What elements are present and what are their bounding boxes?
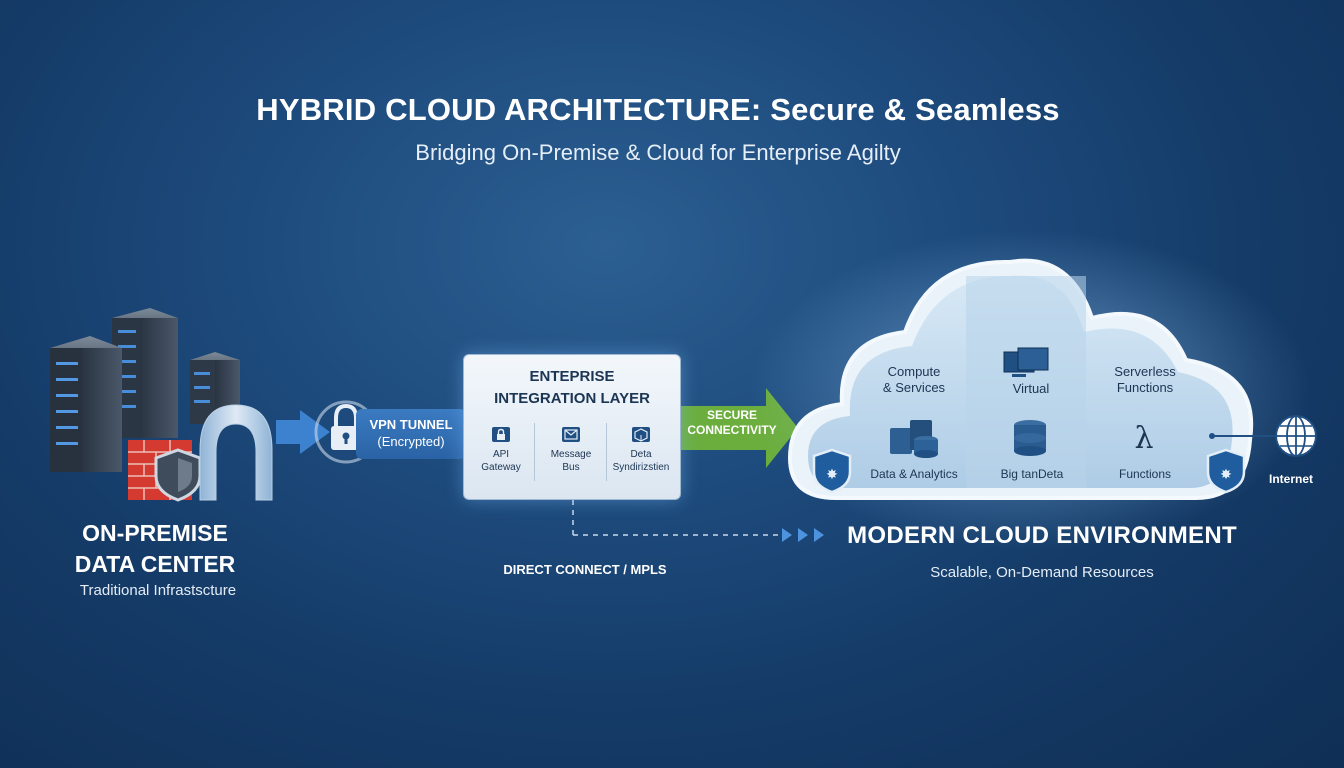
internet-label: Internet (1268, 472, 1313, 486)
cloud-shape (750, 230, 1310, 550)
serverless-line2: Functions (1116, 380, 1174, 395)
database-icon (890, 420, 938, 458)
component-data-sync: Deta Syndirizstien (608, 427, 674, 474)
globe-icon (1275, 415, 1317, 457)
cube-icon (632, 427, 650, 442)
cloud-environment-subtitle: Scalable, On-Demand Resources (930, 564, 1154, 581)
tunnel-arch-icon (199, 404, 273, 501)
diagram-subtitle: Bridging On-Premise & Cloud for Enterpri… (415, 140, 901, 165)
functions-label: Functions (1118, 467, 1172, 481)
component-api-gateway: API Gateway (468, 427, 534, 474)
monitor-icon (1003, 347, 1049, 377)
svg-text:✸: ✸ (826, 467, 838, 483)
serverless-line1: Serverless (1114, 364, 1176, 379)
vpn-tunnel-label-line2: (Encrypted) (377, 434, 445, 449)
component-message-bus: Message Bus (538, 427, 604, 474)
virtual-label: Virtual (1012, 381, 1050, 396)
diagram-title: HYBRID CLOUD ARCHITECTURE: Secure & Seam… (256, 92, 1060, 127)
shield-icon: ✸ (1206, 448, 1246, 494)
serverless-functions-label: Serverless Functions (1096, 364, 1194, 396)
big-data-label: Big tanDeta (1000, 467, 1064, 481)
data-analytics-label: Data & Analytics (870, 467, 958, 481)
on-premise-title: ON-PREMISE DATA CENTER (40, 518, 270, 580)
secure-connectivity-line2: CONNECTIVITY (687, 423, 777, 437)
on-premise-subtitle: Traditional Infrastscture (79, 582, 237, 599)
divider (606, 423, 607, 481)
on-premise-title-line2: DATA CENTER (74, 551, 236, 577)
cloud-environment-title: MODERN CLOUD ENVIRONMENT (847, 522, 1237, 549)
component-label: Gateway (481, 462, 521, 473)
lambda-icon: λ (1134, 421, 1153, 456)
compute-label-line2: & Services (882, 380, 946, 395)
component-label: Bus (562, 462, 580, 473)
svg-text:λ: λ (1134, 421, 1153, 456)
compute-services-label: Compute & Services (862, 364, 966, 396)
on-premise-title-line1: ON-PREMISE (82, 520, 228, 546)
component-label: Message (550, 449, 592, 460)
compute-label-line1: Compute (887, 364, 941, 379)
shield-icon: ✸ (812, 448, 852, 494)
secure-connectivity-line1: SECURE (706, 408, 757, 422)
internet-connector (1209, 433, 1278, 439)
component-label: API (492, 449, 510, 460)
shield-icon (154, 448, 202, 502)
server-rack-front (50, 336, 122, 472)
integration-layer-box: ENTEPRISE INTEGRATION LAYER API Gateway … (463, 354, 681, 500)
vpn-tunnel-label-line1: VPN TUNNEL (369, 417, 453, 432)
envelope-icon (562, 427, 580, 442)
secure-connectivity-label: SECURE CONNECTIVITY (680, 408, 784, 438)
integration-layer-title-line1: ENTEPRISE (529, 368, 615, 385)
vpn-tunnel-arrow (276, 410, 330, 454)
lock-icon (492, 427, 510, 442)
vpn-tunnel-label: VPN TUNNEL (Encrypted) (356, 409, 466, 459)
integration-layer-title-line2: INTEGRATION LAYER (494, 390, 650, 407)
divider (534, 423, 535, 481)
component-label: Deta (630, 449, 652, 460)
server-rack-back (112, 308, 178, 438)
integration-layer-title: ENTEPRISE INTEGRATION LAYER (464, 366, 680, 410)
component-label: Syndirizstien (612, 462, 670, 473)
direct-connect-label: DIRECT CONNECT / MPLS (503, 562, 667, 577)
direct-connect-line (572, 500, 824, 542)
big-data-database-icon (1014, 420, 1046, 456)
svg-text:✸: ✸ (1220, 467, 1232, 483)
